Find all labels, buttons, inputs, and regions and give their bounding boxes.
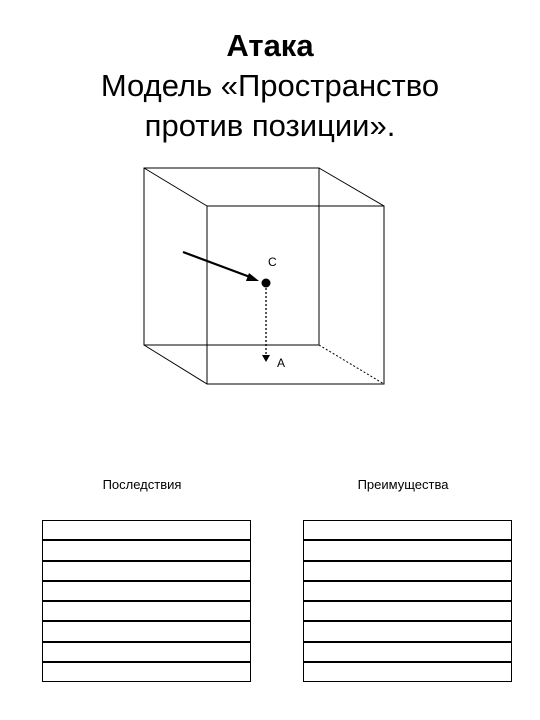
cube-outer-square bbox=[143, 167, 320, 346]
consequences-row-7[interactable] bbox=[43, 643, 250, 663]
advantages-row-5[interactable] bbox=[304, 602, 511, 623]
advantages-row-7[interactable] bbox=[304, 643, 511, 663]
drop-arrow-head bbox=[262, 355, 270, 362]
consequences-row-5[interactable] bbox=[43, 602, 250, 623]
point-c-label: C bbox=[268, 255, 277, 269]
consequences-row-2[interactable] bbox=[43, 541, 250, 562]
title-line-1: Атака bbox=[226, 28, 314, 63]
advantages-row-2[interactable] bbox=[304, 541, 511, 562]
consequences-row-8[interactable] bbox=[43, 663, 250, 681]
slide-title: Атака Модель «Пространство против позици… bbox=[0, 26, 540, 146]
advantages-row-6[interactable] bbox=[304, 622, 511, 643]
consequences-row-4[interactable] bbox=[43, 582, 250, 602]
advantages-table bbox=[303, 520, 512, 682]
cube-inner-square bbox=[206, 205, 385, 385]
consequences-row-1[interactable] bbox=[43, 521, 250, 542]
advantages-row-1[interactable] bbox=[304, 521, 511, 542]
advantages-row-4[interactable] bbox=[304, 582, 511, 602]
point-c bbox=[261, 278, 271, 288]
consequences-label: Последствия bbox=[102, 477, 182, 492]
advantages-row-3[interactable] bbox=[304, 562, 511, 582]
consequences-table bbox=[42, 520, 251, 682]
cube-dotted-edge bbox=[318, 344, 385, 385]
title-line-2: Модель «Пространство bbox=[100, 68, 440, 103]
consequences-row-6[interactable] bbox=[43, 622, 250, 643]
advantages-row-8[interactable] bbox=[304, 663, 511, 681]
title-line-3: против позиции». bbox=[144, 108, 396, 143]
cube-edges bbox=[143, 167, 385, 385]
point-a-label: A bbox=[277, 356, 285, 370]
advantages-label: Преимущества bbox=[357, 477, 449, 492]
attack-arrow bbox=[182, 250, 259, 281]
consequences-row-3[interactable] bbox=[43, 562, 250, 582]
